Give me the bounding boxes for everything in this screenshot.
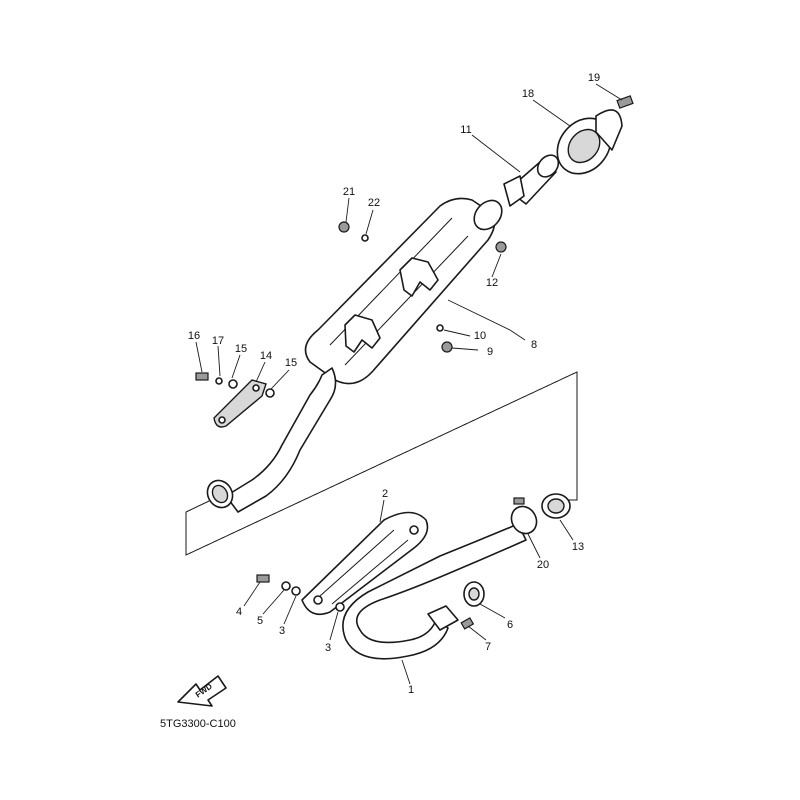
muffler (304, 197, 503, 385)
drawing-code: 5TG3300-C100 (160, 718, 236, 730)
callout-12: 12 (486, 277, 498, 289)
callout-7: 7 (485, 641, 491, 653)
callout-3b: 3 (325, 642, 331, 654)
bolts-16-17-15 (195, 372, 275, 398)
callout-18: 18 (522, 88, 534, 100)
callout-13: 13 (572, 541, 584, 553)
callout-1: 1 (408, 684, 414, 696)
callout-2: 2 (382, 488, 388, 500)
nut-7 (460, 617, 475, 630)
flange-6 (427, 581, 485, 631)
fwd-arrow-icon: FWD (177, 675, 227, 707)
screw-19 (616, 95, 634, 109)
callout-14: 14 (260, 350, 272, 362)
callout-15b: 15 (285, 357, 297, 369)
callout-20: 20 (537, 559, 549, 571)
callouts: 19 18 11 21 22 12 10 8 9 16 17 15 14 15 … (188, 72, 600, 696)
callout-17: 17 (212, 335, 224, 347)
callout-21: 21 (343, 186, 355, 198)
end-cap (556, 109, 623, 175)
heat-protector (301, 511, 429, 616)
gasket-13 (541, 493, 571, 519)
callout-16: 16 (188, 330, 200, 342)
hardware-protector (256, 574, 345, 612)
callout-3a: 3 (279, 625, 285, 637)
exhaust-header (342, 523, 527, 660)
callout-22: 22 (368, 197, 380, 209)
callout-11: 11 (460, 124, 471, 136)
callout-15a: 15 (235, 343, 247, 355)
callout-19: 19 (588, 72, 600, 84)
callout-9: 9 (487, 346, 493, 358)
callout-4: 4 (236, 606, 242, 618)
callout-8: 8 (531, 339, 537, 351)
muffler-inlet-pipe (206, 367, 337, 513)
clamp-20 (510, 497, 538, 535)
callout-6: 6 (507, 619, 513, 631)
leader-lines (195, 83, 623, 685)
tail-pipe (503, 154, 560, 207)
hardware-muffler (338, 221, 507, 353)
bracket-14 (213, 379, 267, 428)
callout-10: 10 (474, 330, 486, 342)
callout-5: 5 (257, 615, 263, 627)
